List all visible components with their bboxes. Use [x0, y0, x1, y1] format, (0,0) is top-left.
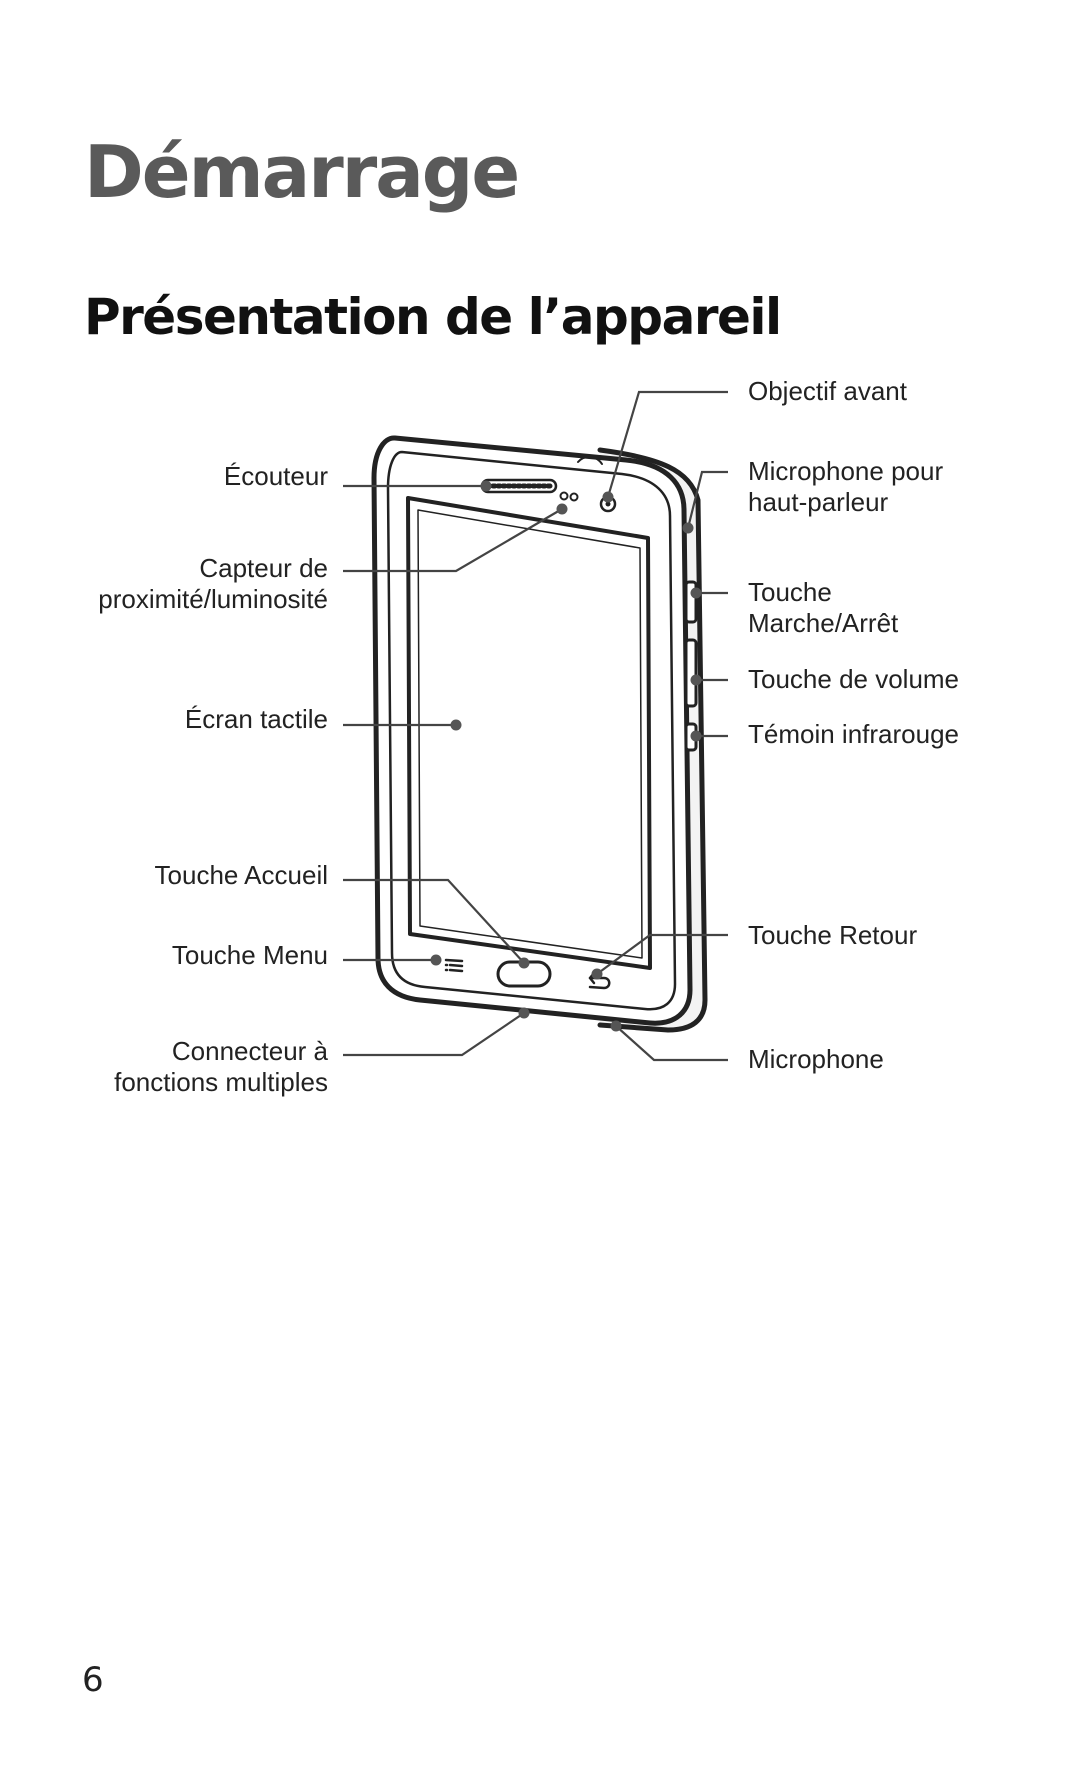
menu-icon: [444, 958, 464, 973]
label-multipurpose-jack: Connecteur à fonctions multiples: [114, 1036, 328, 1097]
label-home-key: Touche Accueil: [154, 860, 328, 890]
section-title: Présentation de l’appareil: [84, 288, 782, 346]
leader-dots: [430, 480, 702, 1032]
label-speaker-microphone: Microphone pour haut-parleur: [748, 456, 944, 517]
label-proximity-sensor: Capteur de proximité/luminosité: [98, 553, 328, 614]
tablet-illustration: [371, 435, 708, 1033]
label-infrared-led: Témoin infrarouge: [748, 719, 959, 749]
label-microphone: Microphone: [748, 1044, 884, 1074]
label-touch-screen: Écran tactile: [184, 704, 328, 734]
label-volume-key: Touche de volume: [748, 664, 960, 694]
label-menu-key: Touche Menu: [171, 940, 328, 970]
label-earpiece: Écouteur: [223, 461, 328, 491]
chapter-title: Démarrage: [84, 130, 520, 214]
label-front-camera: Objectif avant: [748, 376, 907, 406]
label-back-key: Touche Retour: [748, 920, 918, 950]
page-number: 6: [82, 1660, 104, 1700]
device-diagram: [343, 390, 728, 1062]
label-power-key: Touche Marche/Arrêt: [748, 577, 899, 638]
